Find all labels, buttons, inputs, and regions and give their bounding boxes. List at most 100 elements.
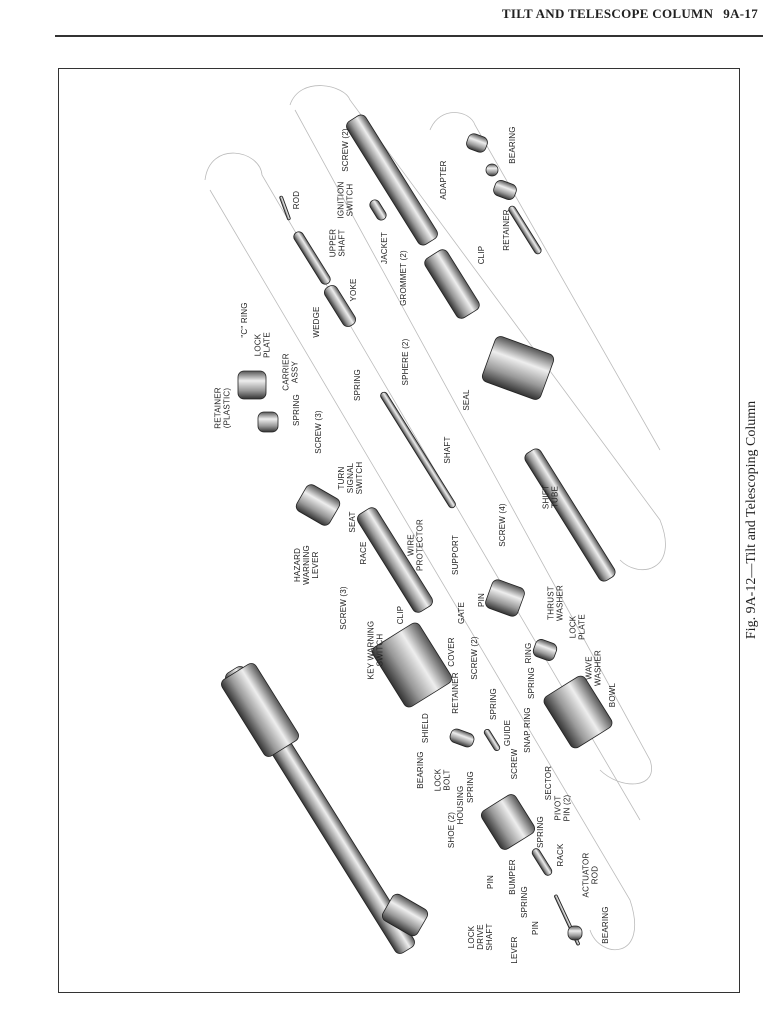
part-label-spring: SPRING (536, 816, 545, 848)
part-label-shaft: SHAFT (443, 436, 452, 463)
label-line: JACKET (380, 232, 389, 264)
label-line: LOCK (569, 615, 578, 638)
phantom-guide-lines (204, 85, 666, 950)
label-line: CLIP (477, 246, 486, 265)
label-line: SPRING (536, 816, 545, 848)
label-line: ACTUATOR (582, 853, 591, 898)
part-label-clip: CLIP (396, 606, 405, 625)
label-line: LOCK (467, 925, 476, 948)
label-line: ROD (591, 866, 600, 884)
jacket (346, 114, 438, 246)
guide-line (429, 112, 661, 451)
label-line: SEAL (462, 389, 471, 411)
label-line: SCREW (3) (314, 410, 323, 454)
label-line: WASHER (594, 650, 603, 686)
shield (449, 728, 475, 748)
label-line: SWITCH (376, 634, 385, 667)
label-line: COVER (447, 637, 456, 666)
section-title: TILT AND TELESCOPE COLUMN (501, 6, 714, 21)
part-label-sphere-2: SPHERE (2) (401, 338, 410, 385)
part-label-cover: COVER (447, 637, 456, 666)
part-label-grommet-2: GROMMET (2) (399, 250, 408, 306)
header-rule (55, 35, 763, 37)
part-label-screw-4: SCREW (4) (498, 503, 507, 547)
label-line: SHAFT (443, 436, 452, 463)
label-line: THRUST (547, 586, 556, 620)
label-line: BEARING (508, 126, 517, 163)
adapter (466, 133, 488, 153)
label-line: SHAFT (338, 229, 347, 256)
label-line: GROMMET (2) (399, 250, 408, 306)
shaft-tube-top (508, 205, 542, 255)
label-line: SHAFT (485, 923, 494, 950)
label-line: SEAT (348, 511, 357, 532)
label-line: PLATE (578, 614, 587, 640)
label-line: SWITCH (355, 462, 364, 495)
label-line: SUPPORT (451, 535, 460, 575)
housing (480, 794, 536, 850)
label-line: SCREW (2) (470, 636, 479, 680)
label-line: SPRING (520, 886, 529, 918)
label-line: SECTOR (544, 766, 553, 800)
label-line: RING (524, 643, 533, 664)
label-line: IGNITION (337, 181, 346, 218)
part-label-actuator-rod: ACTUATORROD (582, 853, 600, 898)
label-line: SPRING (292, 394, 301, 426)
label-line: WIRE (407, 534, 416, 556)
guide-line (204, 152, 641, 821)
part-label-screw-2: SCREW (2) (470, 636, 479, 680)
label-line: LOCK (254, 333, 263, 356)
label-line: UPPER (329, 229, 338, 258)
part-label-lock-plate: LOCKPLATE (254, 332, 272, 358)
guide-line (294, 109, 652, 785)
label-line: SPHERE (2) (401, 338, 410, 385)
figure-frame (58, 68, 740, 993)
label-line: WEDGE (312, 306, 321, 337)
part-label-bowl: BOWL (608, 682, 617, 707)
label-line: ADAPTER (439, 160, 448, 199)
label-line: TUBE (551, 486, 560, 508)
label-line: PIN (531, 921, 540, 935)
part-label-rack: RACK (556, 843, 565, 866)
label-line: HOUSING (456, 786, 465, 825)
part-label-retainer: RETAINER (502, 209, 511, 250)
label-line: BEARING (601, 906, 610, 943)
yoke (324, 285, 356, 327)
part-label-support: SUPPORT (451, 535, 460, 575)
label-line: SPRING (353, 369, 362, 401)
label-line: CARRIER (282, 353, 291, 390)
bearing-top (485, 163, 499, 177)
label-line: SCREW (510, 748, 519, 779)
part-label-wave-washer: WAVEWASHER (585, 650, 603, 686)
part-label-retainer: RETAINER (451, 672, 460, 713)
label-line: SIGNAL (346, 462, 355, 493)
bearing-bottom (567, 925, 583, 941)
label-line: RACK (556, 843, 565, 866)
part-label-housing: HOUSING (456, 786, 465, 825)
ignition-switch (369, 199, 387, 221)
part-label-wire-protector: WIREPROTECTOR (407, 519, 425, 571)
label-line: SCREW (4) (498, 503, 507, 547)
label-line: (PLASTIC) (223, 388, 232, 429)
part-label-screw-3: SCREW (3) (314, 410, 323, 454)
part-label-screw-2: SCREW (2) (341, 128, 350, 172)
part-label-bearing: BEARING (601, 906, 610, 943)
label-line: RACE (359, 541, 368, 564)
part-label-ignition-switch: IGNITIONSWITCH (337, 181, 355, 218)
part-label-clip: CLIP (477, 246, 486, 265)
column-bracket (381, 893, 429, 937)
part-label-yoke: YOKE (349, 278, 358, 301)
part-label-guide: GUIDE (503, 720, 512, 746)
part-label-pivot-pin-2: PIVOTPIN (2) (554, 795, 572, 822)
label-line: BOLT (443, 769, 452, 790)
label-line: "C" RING (240, 302, 249, 337)
part-label-lock-bolt: LOCKBOLT (434, 768, 452, 791)
label-line: YOKE (349, 278, 358, 301)
part-label-spring: SPRING (292, 394, 301, 426)
label-line: PIN (2) (563, 795, 572, 822)
bowl (543, 675, 613, 749)
column-head (221, 663, 299, 757)
rod (279, 195, 291, 221)
part-label-retainer-plastic: RETAINER(PLASTIC) (214, 387, 232, 428)
